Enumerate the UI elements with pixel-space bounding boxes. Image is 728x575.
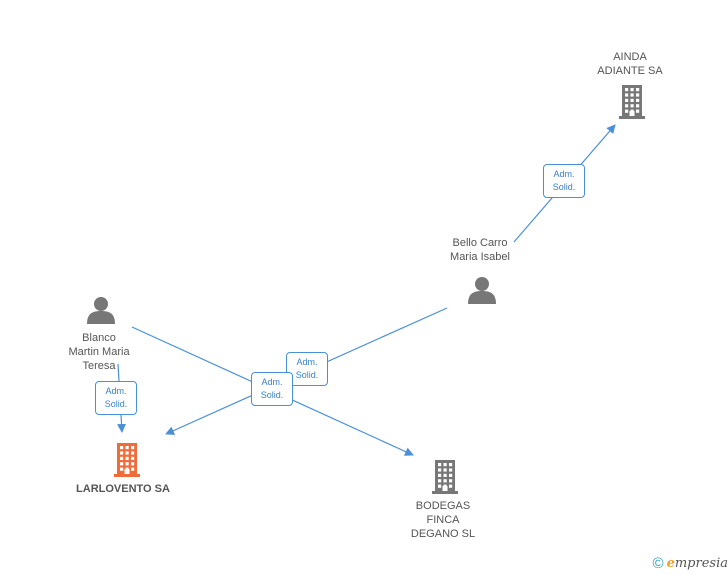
copyright-icon: © — [652, 554, 664, 572]
person-icon-bello[interactable] — [468, 277, 496, 304]
relation-badge-text: Adm. — [261, 377, 283, 387]
building-icon-larlovento[interactable] — [114, 443, 140, 477]
brand-logo: empresia — [666, 555, 728, 571]
relation-badge-bello-ainda[interactable]: Adm. Solid. — [543, 164, 585, 198]
node-label-bodegas[interactable]: BODEGAS FINCA DEGANO SL — [373, 499, 513, 541]
person-icon-blanco[interactable] — [87, 297, 115, 324]
relation-badge-blanco-bodegas[interactable]: Adm. Solid. — [251, 372, 293, 406]
node-label-line: FINCA — [426, 514, 460, 526]
relation-badge-blanco-larlovento[interactable]: Adm. Solid. — [95, 381, 137, 415]
relation-badge-text: Adm. — [296, 357, 318, 367]
node-label-larlovento[interactable]: LARLOVENTO SA — [53, 482, 193, 496]
node-label-line: BODEGAS — [415, 500, 471, 512]
node-label-line: Bello Carro — [452, 237, 508, 249]
node-label-line: ADIANTE SA — [597, 65, 663, 77]
relation-badge-text: Solid. — [104, 399, 128, 409]
footer-brand[interactable]: © empresia — [653, 553, 728, 573]
node-label-line: Teresa — [82, 360, 116, 372]
icons-layer — [87, 85, 645, 494]
relation-badge-text: Adm. — [553, 169, 575, 179]
node-label-line: LARLOVENTO SA — [76, 483, 170, 495]
node-label-line: DEGANO SL — [410, 528, 476, 540]
relation-badge-text: Solid. — [552, 182, 576, 192]
relation-badge-text: Solid. — [260, 390, 284, 400]
node-label-line: Blanco — [82, 332, 116, 344]
edges-layer — [117, 124, 616, 456]
node-label-line: Martin Maria — [68, 346, 130, 358]
relation-badge-text: Solid. — [295, 370, 319, 380]
relation-badge-text: Adm. — [105, 386, 127, 396]
node-label-ainda[interactable]: AINDA ADIANTE SA — [560, 50, 700, 78]
relation-badge-bello-larlovento[interactable]: Adm. Solid. — [286, 352, 328, 386]
building-icon-bodegas[interactable] — [432, 460, 458, 494]
node-label-line: Maria Isabel — [450, 251, 510, 263]
building-icon-ainda[interactable] — [619, 85, 645, 119]
node-label-line: AINDA — [613, 51, 647, 63]
